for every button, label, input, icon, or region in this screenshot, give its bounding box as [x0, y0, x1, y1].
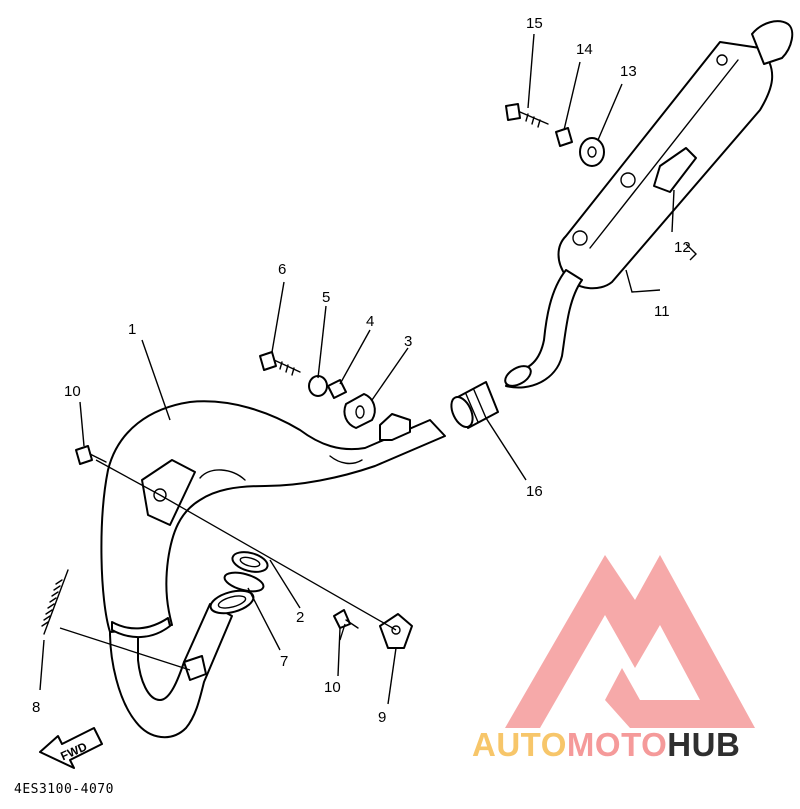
- o-ring-part-7: [223, 571, 265, 593]
- damper-part-3: [343, 393, 376, 429]
- watermark-part-moto: MOTO: [566, 726, 668, 763]
- collar-part-4: [327, 379, 347, 399]
- joint-part-16: [450, 381, 499, 429]
- callout-11: 11: [654, 303, 670, 320]
- callout-12: 12: [674, 239, 691, 256]
- bracket-part-9: [379, 613, 413, 649]
- leader-lines: [39, 33, 697, 705]
- callout-3: 3: [404, 333, 412, 350]
- bolt-part-6: [259, 351, 301, 376]
- callout-13: 13: [620, 63, 637, 80]
- collar-part-14: [555, 127, 573, 147]
- callout-14: 14: [576, 41, 593, 58]
- fwd-arrow-icon: FWD: [39, 727, 103, 769]
- spring-part-8: [41, 569, 69, 635]
- callout-10-lower: 10: [324, 679, 341, 696]
- callout-6: 6: [278, 261, 286, 278]
- callout-5: 5: [322, 289, 330, 306]
- callout-15: 15: [526, 15, 543, 32]
- callout-7: 7: [280, 653, 288, 670]
- callout-2: 2: [296, 609, 304, 626]
- diagram-code: 4ES3100-4070: [14, 782, 114, 797]
- automotohub-watermark: AUTOMOTOHUB: [472, 726, 740, 764]
- washer-part-5: [308, 375, 328, 397]
- bolt-part-15: [505, 103, 549, 128]
- watermark-part-hub: HUB: [667, 726, 741, 763]
- watermark-part-auto: AUTO: [472, 726, 567, 763]
- callout-4: 4: [366, 313, 374, 330]
- callout-16: 16: [526, 483, 543, 500]
- callout-9: 9: [378, 709, 386, 726]
- callout-1: 1: [128, 321, 136, 338]
- callout-10-upper: 10: [64, 383, 81, 400]
- silencer: [504, 20, 794, 389]
- gasket-part-2: [231, 551, 269, 573]
- bolt-part-10-lower: [333, 609, 359, 629]
- automotohub-logo-icon: [505, 555, 755, 728]
- damper-part-13: [579, 137, 605, 167]
- exhaust-pipe: [100, 400, 446, 739]
- bolt-part-10-upper: [75, 445, 107, 465]
- callout-8: 8: [32, 699, 40, 716]
